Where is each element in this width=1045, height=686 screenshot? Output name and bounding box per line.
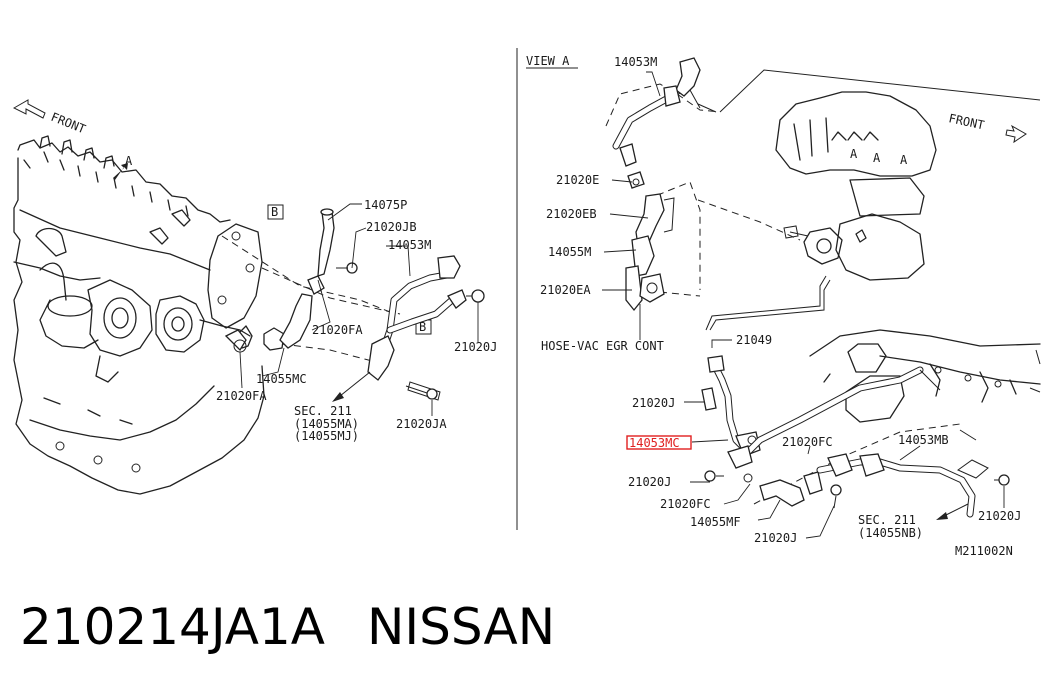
box-b-marker-1: B [267, 204, 284, 220]
engine-marker: A [900, 153, 908, 167]
part-label: 21020FC [660, 497, 711, 511]
part-label: 21020JA [396, 417, 447, 431]
parts-diagram: FRONT A [12, 48, 1041, 558]
part-label: 14053MB [898, 433, 949, 447]
part-label: 21020E [556, 173, 599, 187]
part-label: 14053M [388, 238, 431, 252]
caption-brand: NISSAN [366, 598, 556, 656]
section-ref-line: (14055MJ) [294, 429, 359, 443]
right-lower-pipe-assembly [701, 275, 1010, 518]
part-label: 21020JB [366, 220, 417, 234]
engine-marker: A [850, 147, 858, 161]
front-label-right: FRONT [947, 111, 985, 132]
engine-block-left [13, 135, 285, 495]
left-view: FRONT A [12, 99, 497, 495]
view-a-marker-label: A [125, 154, 133, 168]
sec211-arrow-left [332, 371, 371, 402]
part-label: 21020J [978, 509, 1021, 523]
highlight-box [626, 435, 692, 450]
part-label: 21020EA [540, 283, 591, 297]
caption: 210214JA1A NISSAN [20, 598, 555, 656]
part-label: 21020J [628, 475, 671, 489]
part-label: 21049 [736, 333, 772, 347]
diagram-code: M211002N [955, 544, 1013, 558]
part-label: 21020J [632, 396, 675, 410]
engine-block-right: A A A [719, 69, 1041, 423]
part-label: 21020FC [782, 435, 833, 449]
right-view: VIEW A FRONT A A A [526, 54, 1041, 558]
section-ref-line: (14055MA) [294, 417, 359, 431]
left-part-labels: 14075P 21020JB 14053M 21020FA 21020J 140… [216, 198, 497, 443]
part-label: 14055MC [256, 372, 307, 386]
part-label: 14055MF [690, 515, 741, 529]
part-label: 21020EB [546, 207, 597, 221]
part-label: 14055M [548, 245, 591, 259]
part-label: 21020J [754, 531, 797, 545]
part-label: 21020FA [216, 389, 267, 403]
front-label-left: FRONT [49, 110, 88, 137]
section-ref-line: SEC. 211 [858, 513, 916, 527]
caption-part-number: 210214JA1A [20, 598, 325, 656]
section-ref-line: (14055NB) [858, 526, 923, 540]
view-a-title: VIEW A [526, 54, 570, 68]
right-upper-hose-assembly [612, 57, 717, 312]
part-label: 14053M [614, 55, 657, 69]
front-arrow-right: FRONT [947, 111, 1027, 144]
engine-marker: A [873, 151, 881, 165]
right-part-labels: 14053M 21020E 21020EB 14055M 21020EA HOS… [540, 55, 1021, 558]
box-b-label-1: B [271, 205, 278, 219]
section-ref-line: SEC. 211 [294, 404, 352, 418]
hose-label: HOSE-VAC EGR CONT [541, 339, 664, 353]
part-label: 21020FA [312, 323, 363, 337]
right-leader-lines [602, 71, 1005, 539]
view-a-marker: A [113, 154, 133, 180]
part-label-highlighted: 14053MC [629, 436, 680, 450]
part-label: 14075P [364, 198, 407, 212]
left-leader-lines [239, 203, 479, 416]
left-hose-assembly [224, 208, 485, 401]
front-arrow-left: FRONT [12, 99, 88, 137]
box-b-label-2: B [419, 320, 426, 334]
sec211-arrow-right [936, 503, 969, 520]
part-label: 21020J [454, 340, 497, 354]
